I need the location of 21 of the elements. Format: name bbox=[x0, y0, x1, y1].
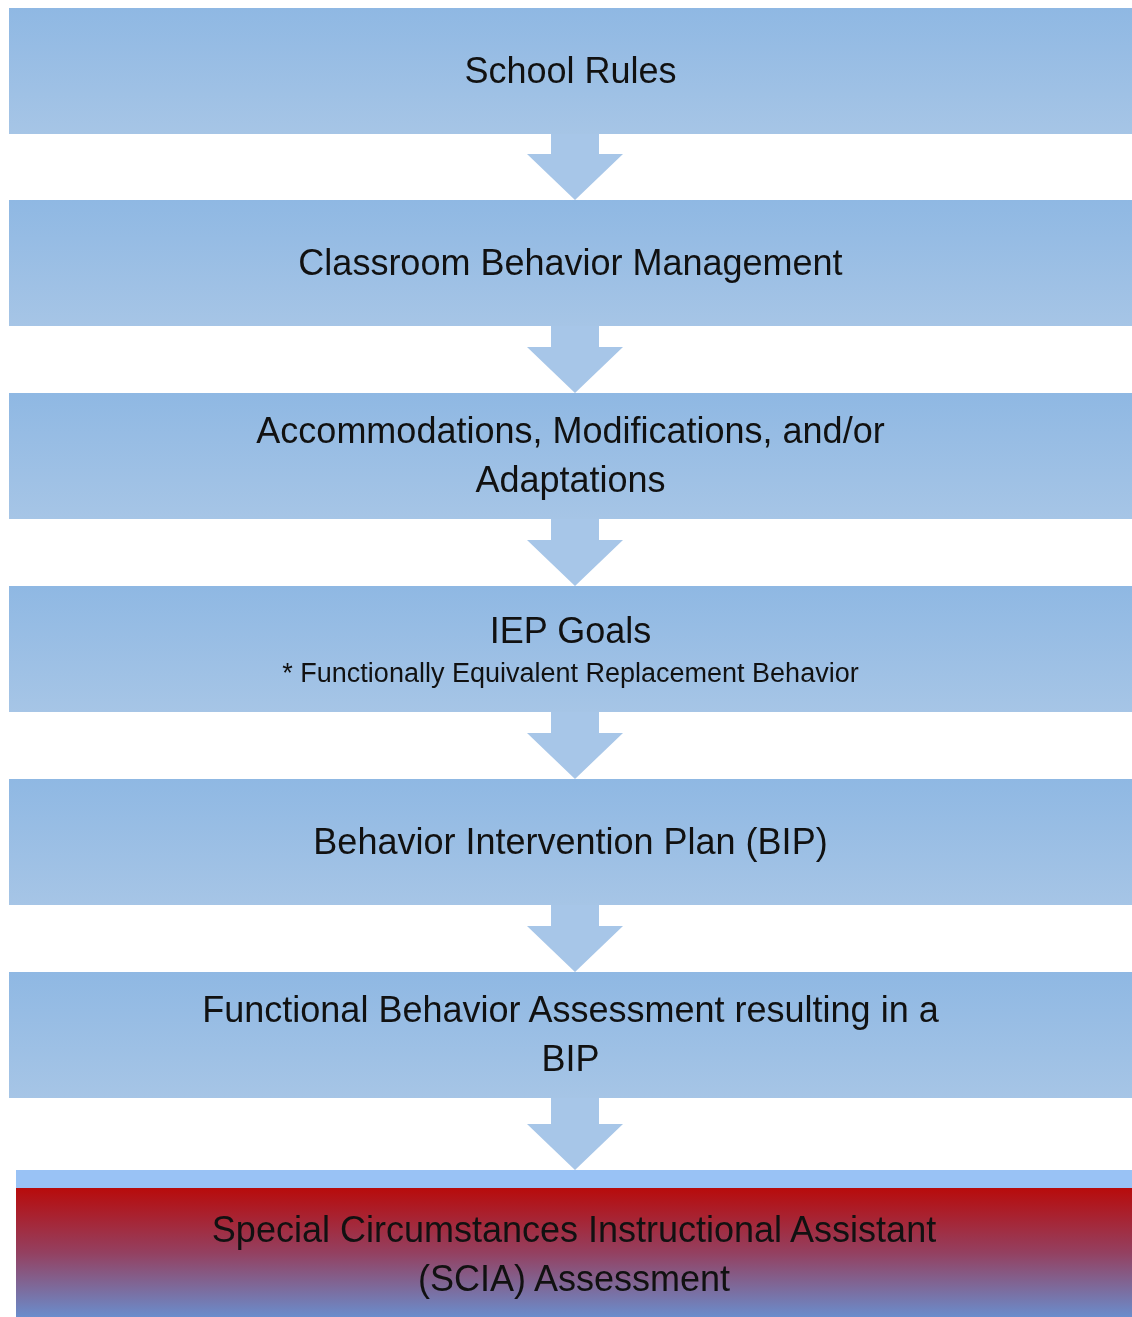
step-note: * Functionally Equivalent Replacement Behavior bbox=[282, 656, 859, 690]
step-band bbox=[9, 586, 1132, 712]
down-arrow bbox=[527, 519, 623, 586]
step-label: IEP Goals bbox=[488, 609, 653, 654]
step-label: Special Circumstances Instructional Assistant (SCIA) Assessment bbox=[210, 1207, 938, 1301]
down-arrow bbox=[527, 134, 623, 200]
step-band bbox=[9, 200, 1132, 326]
down-arrow bbox=[527, 905, 623, 972]
step-band bbox=[9, 8, 1132, 134]
step-label: School Rules bbox=[463, 48, 678, 93]
step-label: Functional Behavior Assessment resulting in a BIP bbox=[201, 988, 940, 1081]
down-arrow bbox=[527, 712, 623, 779]
step-band bbox=[9, 972, 1132, 1098]
highlighted-step-band bbox=[16, 1170, 1132, 1317]
down-arrow bbox=[527, 326, 623, 393]
step-label: Accommodations, Modifications, and/or Adaptations bbox=[255, 409, 886, 502]
down-arrow bbox=[527, 1098, 623, 1170]
step-label: Classroom Behavior Management bbox=[297, 240, 844, 285]
step-band bbox=[9, 779, 1132, 905]
step-label: Behavior Intervention Plan (BIP) bbox=[312, 819, 829, 864]
step-band bbox=[9, 393, 1132, 519]
